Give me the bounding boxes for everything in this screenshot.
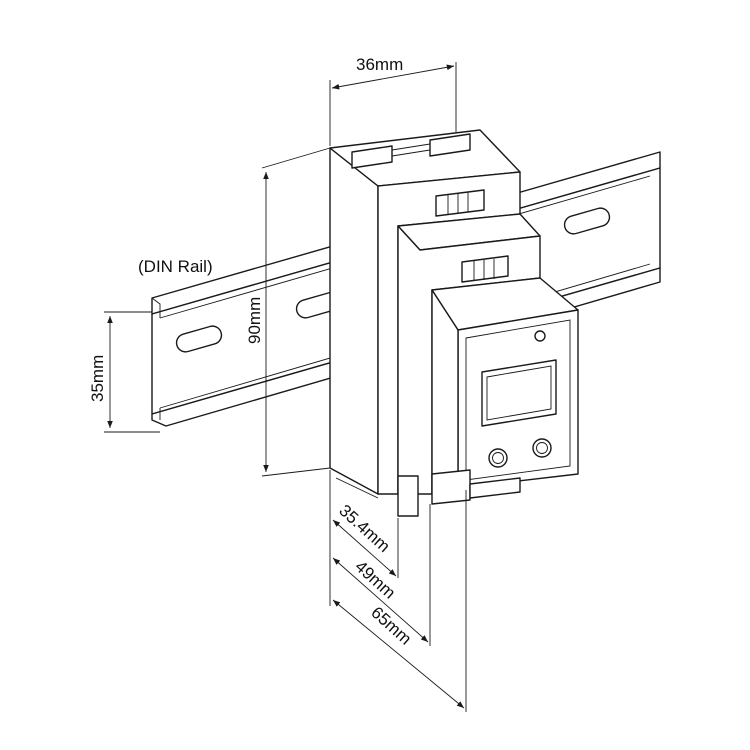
din-clip-bottom <box>397 475 419 517</box>
front-button-left <box>488 448 508 468</box>
label-35mm: 35mm <box>88 355 107 402</box>
label-din-rail: (DIN Rail) <box>138 257 213 276</box>
din-rail-slot <box>175 325 223 353</box>
dimension-49mm: 49mm <box>332 557 429 643</box>
meter-device <box>329 129 579 517</box>
indicator-led <box>534 330 546 342</box>
terminal-screw-middle <box>461 255 509 283</box>
dimension-90mm: 90mm <box>245 147 331 477</box>
lcd-display <box>481 359 557 427</box>
label-36mm: 36mm <box>356 55 403 74</box>
front-button-right <box>532 438 552 458</box>
device-side-face <box>329 147 379 495</box>
dimension-35mm: 35mm <box>88 311 160 433</box>
terminal-block-top <box>351 145 393 169</box>
label-90mm: 90mm <box>245 297 264 344</box>
dimension-36mm: 36mm <box>329 55 457 146</box>
din-rail-slot <box>563 207 611 235</box>
